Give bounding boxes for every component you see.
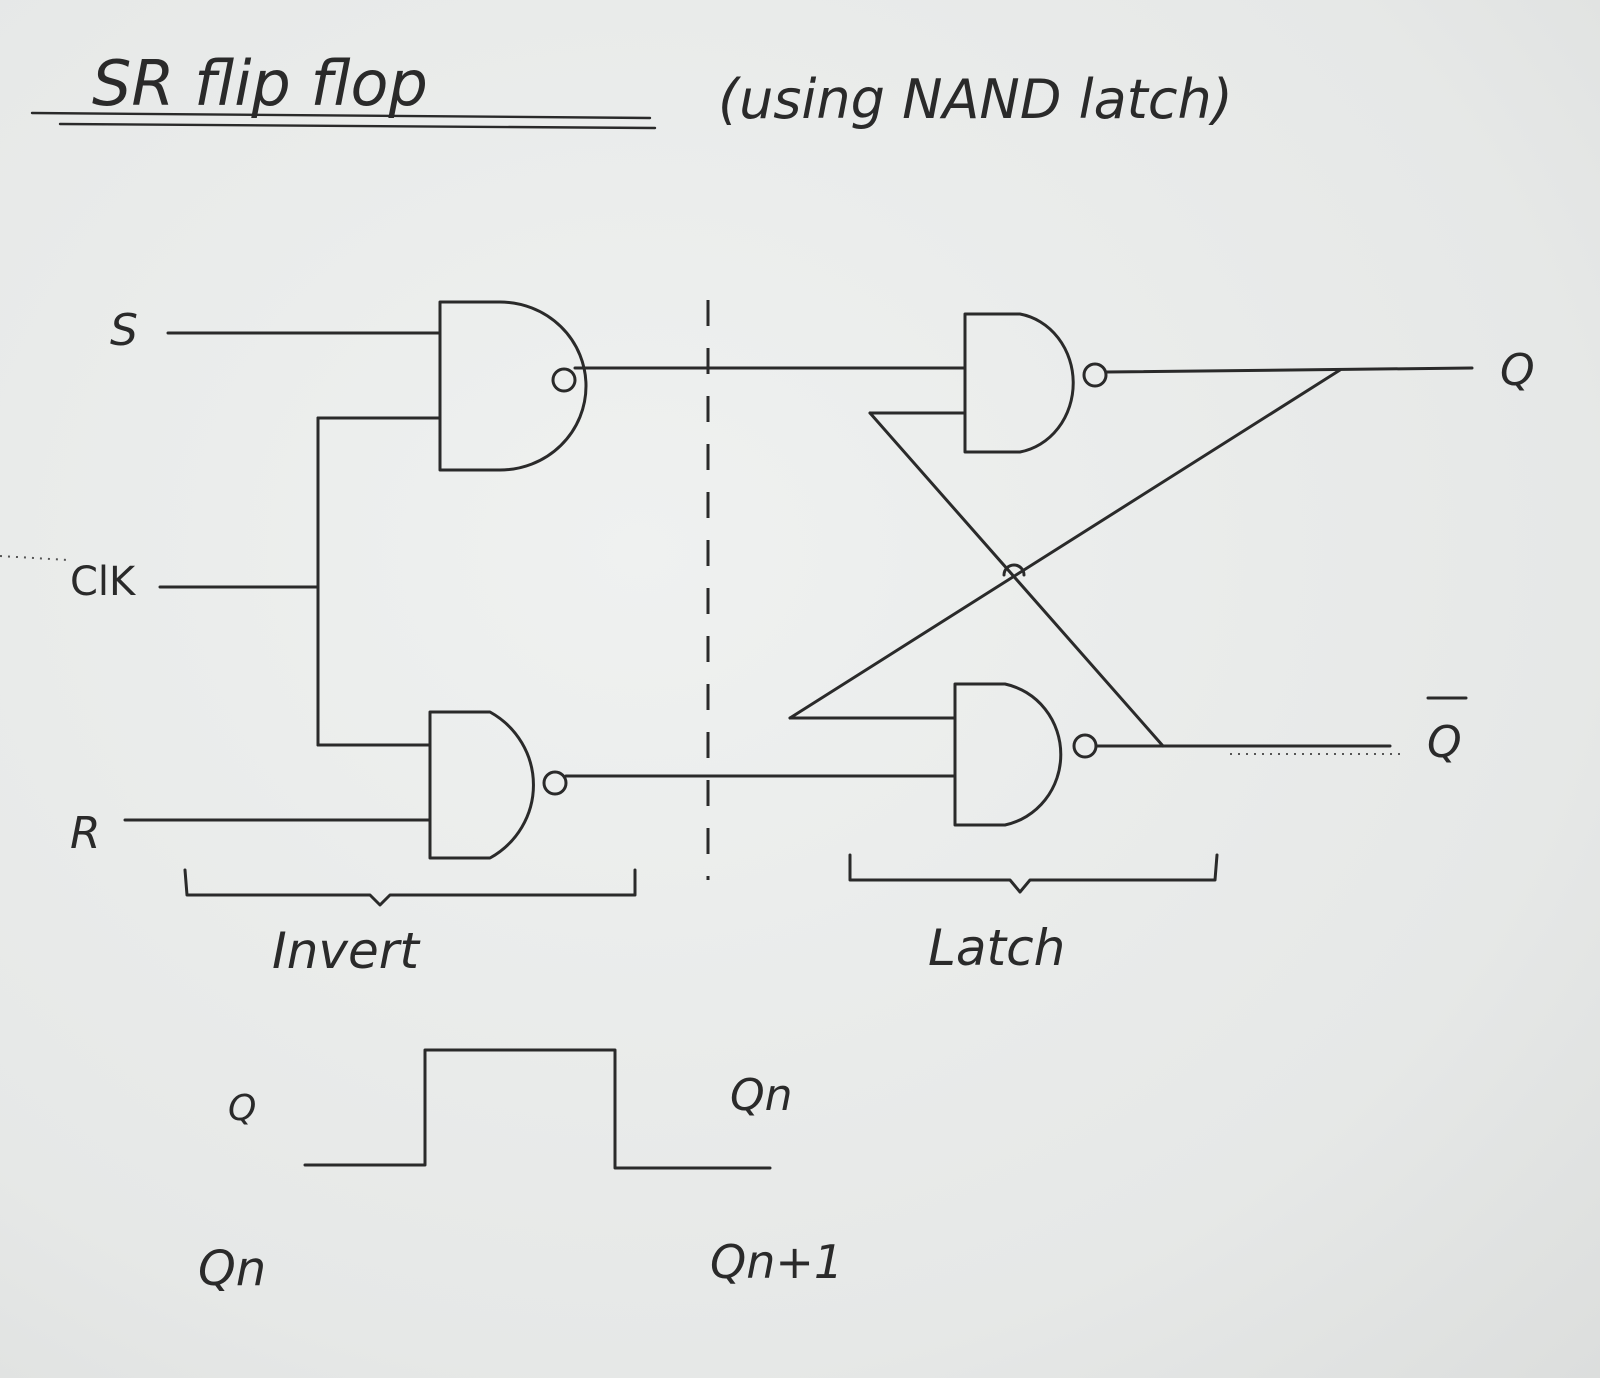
crossover-hop bbox=[1002, 563, 1026, 577]
feedback-q-to-bottom bbox=[788, 368, 1342, 720]
clock-pulse-waveform bbox=[303, 1048, 772, 1170]
input-label-r: R bbox=[70, 808, 101, 859]
clk-dotted-lead bbox=[0, 555, 69, 561]
output-label-qbar: Q bbox=[1427, 717, 1462, 768]
pulse-label-left-bottom: Qn bbox=[198, 1241, 266, 1297]
title-sub: (using NAND latch) bbox=[718, 68, 1233, 131]
title-underline-1 bbox=[30, 111, 652, 120]
feedback-qbar-to-top bbox=[868, 411, 1165, 748]
pulse-label-left-top: Q bbox=[228, 1088, 256, 1129]
input-label-s: S bbox=[110, 305, 138, 356]
wire-q-output bbox=[1104, 366, 1474, 374]
nand-gate-latch-top bbox=[963, 312, 1108, 454]
pulse-label-right-top: Qn bbox=[730, 1070, 793, 1121]
title-underline-2 bbox=[58, 122, 657, 130]
brace-invert bbox=[183, 868, 637, 907]
title-main: SR flip flop bbox=[92, 47, 428, 120]
nand-gate-latch-bottom bbox=[953, 682, 1098, 827]
output-label-q: Q bbox=[1500, 345, 1535, 396]
group-label-latch: Latch bbox=[928, 919, 1065, 977]
input-label-clk: ClK bbox=[70, 559, 137, 605]
brace-latch bbox=[848, 853, 1219, 894]
nand-gate-invert-top bbox=[438, 300, 588, 472]
group-label-invert: Invert bbox=[272, 922, 421, 980]
nand-gate-invert-bottom bbox=[428, 710, 568, 860]
pulse-label-right-bottom: Qn+1 bbox=[710, 1235, 843, 1289]
